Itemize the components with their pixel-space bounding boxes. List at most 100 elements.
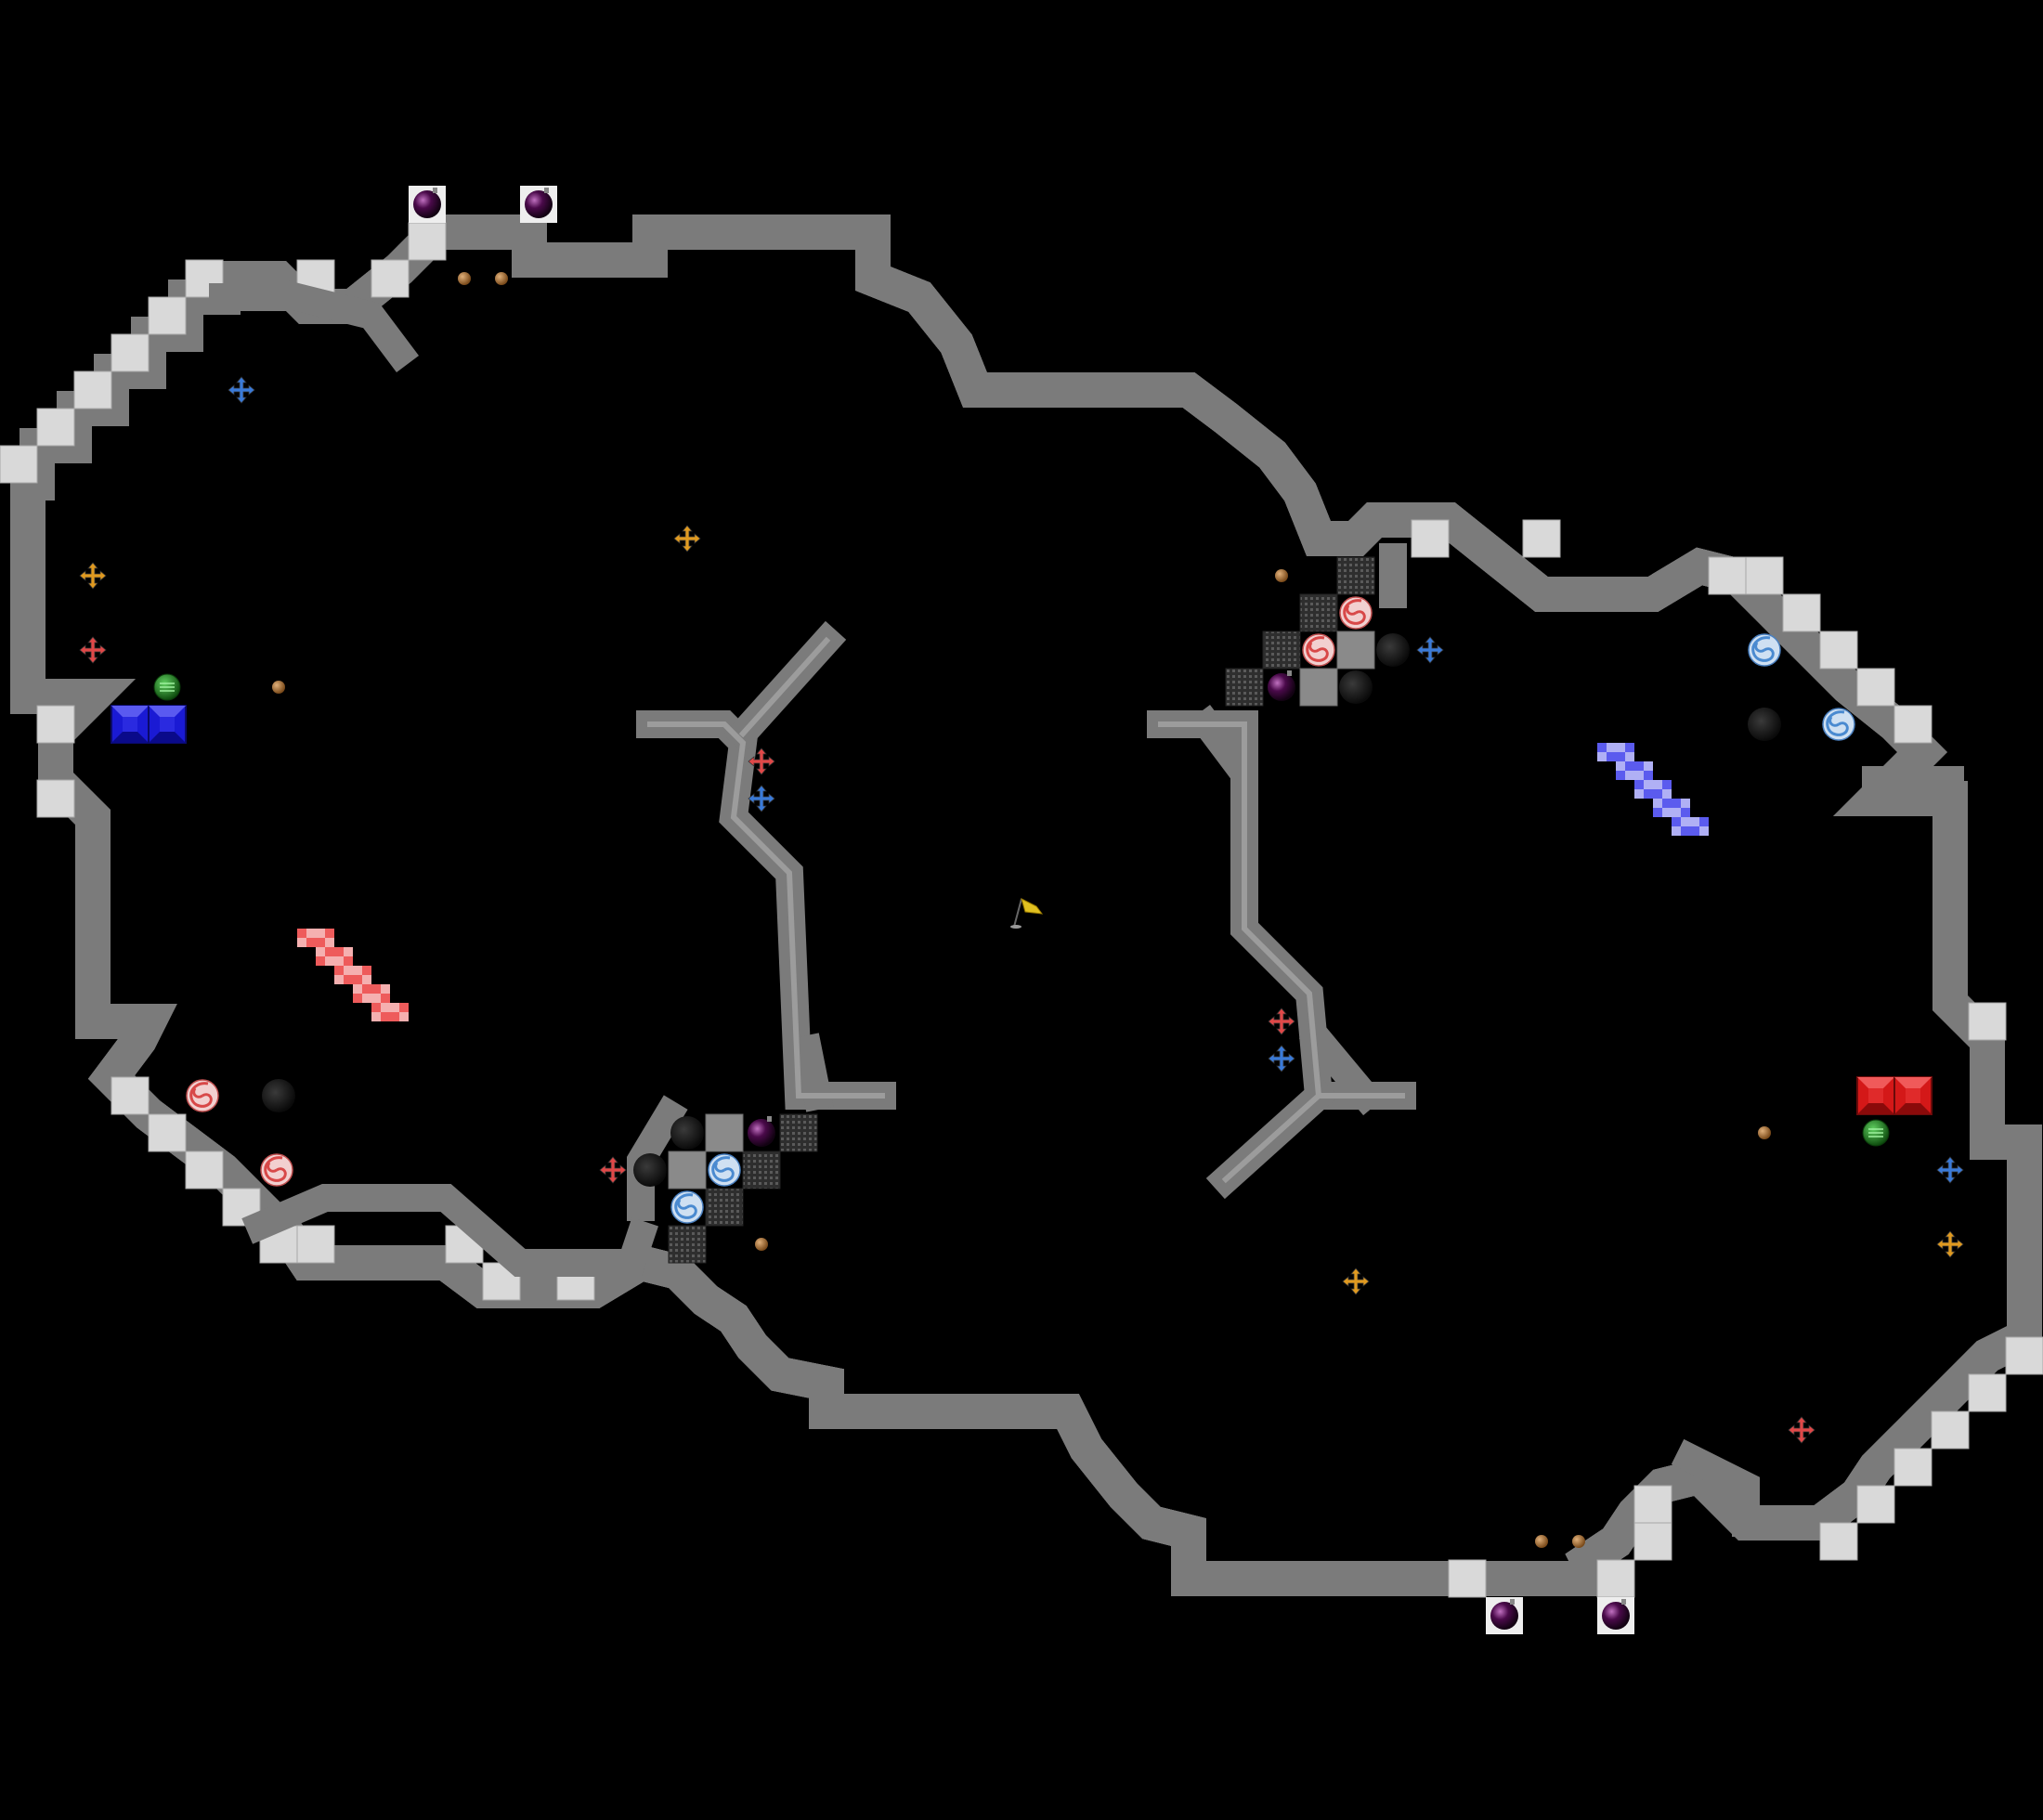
grate-tile [705, 1188, 744, 1227]
hole-icon[interactable] [633, 1153, 667, 1187]
swirl-icon[interactable] [1338, 595, 1373, 630]
checker-cell [325, 956, 334, 966]
hole-icon[interactable] [262, 1079, 295, 1112]
checker-cell [1672, 799, 1681, 808]
grate-tile [1299, 593, 1338, 632]
hole-icon[interactable] [1339, 670, 1373, 704]
checker-cell [1653, 808, 1662, 817]
checker-cell [1616, 761, 1625, 771]
green-discs[interactable] [153, 673, 1890, 1147]
checker-cell [381, 984, 390, 994]
checker-cell [334, 956, 344, 966]
checker-cell [371, 984, 381, 994]
bomb-icon[interactable] [1268, 670, 1295, 701]
arrow-cross-icon[interactable] [79, 562, 107, 590]
swirl-icon[interactable] [1821, 707, 1856, 742]
checker-cell [1699, 826, 1709, 836]
checker-cell [1653, 789, 1662, 799]
pellet-icon[interactable] [458, 272, 471, 285]
arrow-cross-icon[interactable] [748, 785, 775, 812]
bomb-icon[interactable] [1486, 1597, 1523, 1634]
pellet-icon[interactable] [1758, 1126, 1771, 1139]
checker-cell [1681, 808, 1690, 817]
checker-cell [1653, 780, 1662, 789]
bomb-icon[interactable] [748, 1116, 775, 1147]
checker-cell [1607, 752, 1616, 761]
checker-cell [334, 947, 344, 956]
gem-block-icon[interactable] [148, 705, 187, 744]
checker-cell [344, 975, 353, 984]
arrow-cross-icon[interactable] [599, 1156, 627, 1184]
checker-cell [1644, 771, 1653, 780]
holes[interactable] [262, 633, 1781, 1187]
checker-cell [1681, 799, 1690, 808]
green-disc-icon[interactable] [1862, 1119, 1890, 1147]
checker-cell [353, 994, 362, 1003]
hole-icon[interactable] [1376, 633, 1410, 667]
checker-pad-red[interactable] [297, 929, 409, 1021]
hole-icon[interactable] [1748, 708, 1781, 741]
pellet-icon[interactable] [495, 272, 508, 285]
pellet-icon[interactable] [1572, 1535, 1585, 1548]
interior-walls [209, 280, 1964, 1537]
bomb-icon[interactable] [409, 186, 446, 223]
gem-block-icon[interactable] [1856, 1076, 1895, 1115]
flag-icon[interactable] [1010, 898, 1044, 929]
hole-icon[interactable] [670, 1116, 704, 1150]
swirl-icon[interactable] [1747, 632, 1782, 668]
arrow-cross-icon[interactable] [1936, 1156, 1964, 1184]
checker-cell [1625, 743, 1634, 752]
checker-cell [1634, 780, 1644, 789]
checker-cell [1644, 761, 1653, 771]
checker-cell [1644, 780, 1653, 789]
arrow-cross-icon[interactable] [1936, 1230, 1964, 1258]
checker-cell [1672, 808, 1681, 817]
wall-block [1336, 630, 1375, 670]
arrow-cross-icon[interactable] [1416, 636, 1444, 664]
checker-cell [381, 1003, 390, 1012]
pellets[interactable] [272, 272, 1771, 1548]
arrow-crosses[interactable] [79, 376, 1964, 1444]
arrow-cross-icon[interactable] [228, 376, 255, 404]
pellet-icon[interactable] [755, 1238, 768, 1251]
checker-cell [1625, 752, 1634, 761]
arrow-cross-icon[interactable] [673, 525, 701, 552]
swirl-icon[interactable] [259, 1152, 294, 1188]
checker-cell [1653, 799, 1662, 808]
swirl-icon[interactable] [670, 1190, 705, 1225]
arrow-cross-icon[interactable] [748, 748, 775, 775]
arrow-cross-icon[interactable] [1788, 1416, 1815, 1444]
arrow-cross-icon[interactable] [1268, 1008, 1295, 1035]
checker-cell [371, 994, 381, 1003]
grate-tiles [668, 556, 1375, 1264]
checker-cell [353, 984, 362, 994]
green-disc-icon[interactable] [153, 673, 181, 701]
checker-cell [1681, 817, 1690, 826]
bombs[interactable] [409, 186, 1634, 1634]
checker-cell [362, 994, 371, 1003]
checker-pad-blue[interactable] [1597, 743, 1709, 836]
grate-tile [779, 1113, 818, 1152]
checker-cell [1672, 817, 1681, 826]
wall-block [1299, 668, 1338, 707]
checker-cell [1616, 752, 1625, 761]
wall-block [705, 1113, 744, 1152]
pellet-icon[interactable] [1275, 569, 1288, 582]
pellet-icon[interactable] [272, 681, 285, 694]
gem-block-icon[interactable] [111, 705, 150, 744]
checker-cell [316, 938, 325, 947]
swirl-icon[interactable] [185, 1078, 220, 1113]
pellet-icon[interactable] [1535, 1535, 1548, 1548]
checker-cell [316, 929, 325, 938]
bomb-icon[interactable] [520, 186, 557, 223]
arrow-cross-icon[interactable] [1342, 1268, 1370, 1295]
swirl-icon[interactable] [1301, 632, 1336, 668]
gem-block-icon[interactable] [1893, 1076, 1932, 1115]
arrow-cross-icon[interactable] [1268, 1045, 1295, 1072]
bomb-icon[interactable] [1597, 1597, 1634, 1634]
swirl-icon[interactable] [707, 1152, 742, 1188]
checker-cell [1662, 780, 1672, 789]
gem-blocks[interactable] [111, 705, 1932, 1115]
arrow-cross-icon[interactable] [79, 636, 107, 664]
